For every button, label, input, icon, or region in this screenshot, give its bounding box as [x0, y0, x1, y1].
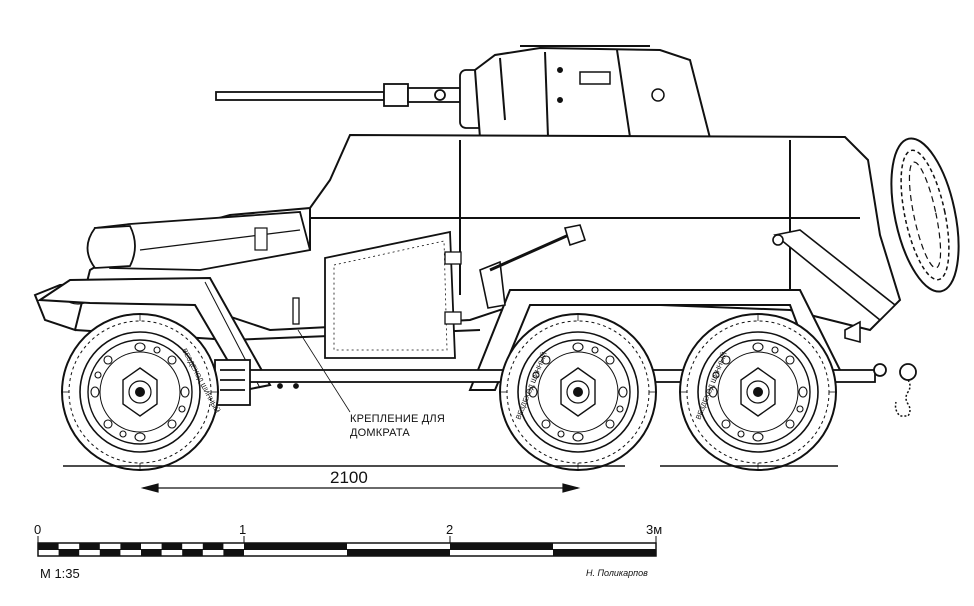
annotation-leader [297, 329, 351, 413]
dimension-label: 2100 [330, 468, 368, 487]
turret [473, 45, 712, 139]
annotation-line: ДОМКРАТА [350, 427, 410, 439]
dimension-line [140, 483, 581, 493]
scale-bar [37, 536, 657, 557]
rear-wheel-icon [679, 313, 837, 471]
middle-wheel-icon [499, 313, 657, 471]
author-signature: Н. Поликарпов [586, 568, 648, 578]
scale-label: М 1:35 [40, 566, 80, 581]
scale-tick-label: 0 [34, 522, 42, 537]
spare-wheel-icon [890, 137, 960, 293]
tow-chain [894, 379, 911, 417]
scale-tick-label: 1 [239, 522, 247, 537]
scale-tick-label: 3м [646, 522, 663, 537]
scale-tick-label: 2 [446, 522, 454, 537]
tools [479, 224, 897, 344]
gun [215, 69, 487, 129]
hood [60, 211, 312, 305]
side-door [292, 230, 462, 359]
annotation-line: КРЕПЛЕНИЕ ДЛЯ [350, 413, 445, 425]
front-wheel-icon [61, 313, 219, 471]
jack-mount-annotation: КРЕПЛЕНИЕ ДЛЯ ДОМКРАТА [350, 412, 445, 440]
